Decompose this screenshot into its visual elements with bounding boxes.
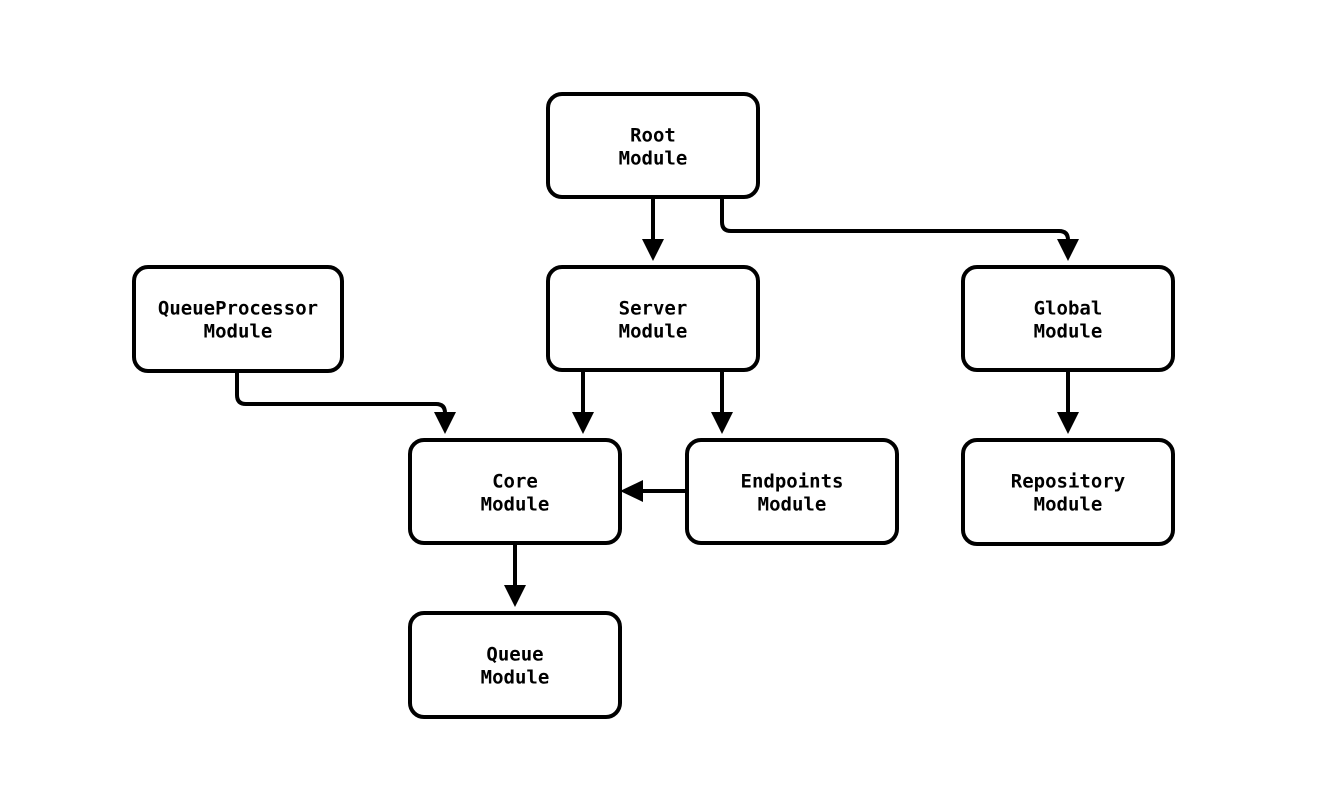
node-label-line1: Root bbox=[630, 125, 676, 147]
node-label-line2: Module bbox=[481, 494, 550, 516]
nodes-layer: Root Module QueueProcessor Module Server… bbox=[132, 92, 1175, 719]
node-box[interactable] bbox=[132, 265, 344, 373]
node-label-line1: Core bbox=[492, 471, 538, 493]
node-label-line1: Queue bbox=[486, 644, 543, 666]
node-label-line2: Module bbox=[619, 321, 688, 343]
node-label-line1: QueueProcessor bbox=[158, 298, 318, 320]
arrow-head-icon bbox=[642, 239, 664, 261]
node-label-line1: Global bbox=[1034, 298, 1103, 320]
node-label-line1: Repository bbox=[1011, 471, 1125, 493]
node-label-line1: Endpoints bbox=[741, 471, 844, 493]
node-queue-module[interactable]: Queue Module bbox=[408, 611, 622, 719]
edge-root-server bbox=[642, 197, 664, 261]
node-label-line2: Module bbox=[1034, 494, 1103, 516]
node-label-line2: Module bbox=[1034, 321, 1103, 343]
node-repository-module[interactable]: Repository Module bbox=[961, 438, 1175, 546]
node-box[interactable] bbox=[408, 611, 622, 719]
node-global-module[interactable]: Global Module bbox=[961, 265, 1175, 372]
arrow-head-icon bbox=[1057, 239, 1079, 261]
node-box[interactable] bbox=[685, 438, 899, 545]
arrow-head-icon bbox=[434, 412, 456, 434]
node-label-line2: Module bbox=[758, 494, 827, 516]
arrow-head-icon bbox=[711, 412, 733, 434]
node-box[interactable] bbox=[961, 265, 1175, 372]
edge-root-global bbox=[720, 197, 1079, 261]
node-label-line1: Server bbox=[619, 298, 688, 320]
node-label-line2: Module bbox=[619, 148, 688, 170]
node-server-module[interactable]: Server Module bbox=[546, 265, 760, 372]
edges-layer bbox=[235, 197, 1079, 607]
node-box[interactable] bbox=[961, 438, 1175, 546]
edge-endpoints-core bbox=[620, 480, 687, 502]
node-box[interactable] bbox=[408, 438, 622, 545]
node-box[interactable] bbox=[546, 92, 760, 199]
edge-core-queue bbox=[504, 543, 526, 607]
arrow-head-icon bbox=[572, 412, 594, 434]
arrow-head-icon bbox=[504, 585, 526, 607]
arrow-head-icon bbox=[620, 480, 643, 502]
node-label-line2: Module bbox=[481, 667, 550, 689]
node-core-module[interactable]: Core Module bbox=[408, 438, 622, 545]
edge-line bbox=[720, 197, 1070, 243]
node-box[interactable] bbox=[546, 265, 760, 372]
node-root-module[interactable]: Root Module bbox=[546, 92, 760, 199]
edge-global-repository bbox=[1057, 370, 1079, 434]
arrow-head-icon bbox=[1057, 412, 1079, 434]
node-label-line2: Module bbox=[204, 321, 273, 343]
node-queueprocessor-module[interactable]: QueueProcessor Module bbox=[132, 265, 344, 373]
edge-line bbox=[235, 371, 447, 416]
node-endpoints-module[interactable]: Endpoints Module bbox=[685, 438, 899, 545]
edge-server-core bbox=[572, 370, 594, 434]
edge-server-endpoints bbox=[711, 370, 733, 434]
edge-queueprocessor-core bbox=[235, 371, 456, 434]
